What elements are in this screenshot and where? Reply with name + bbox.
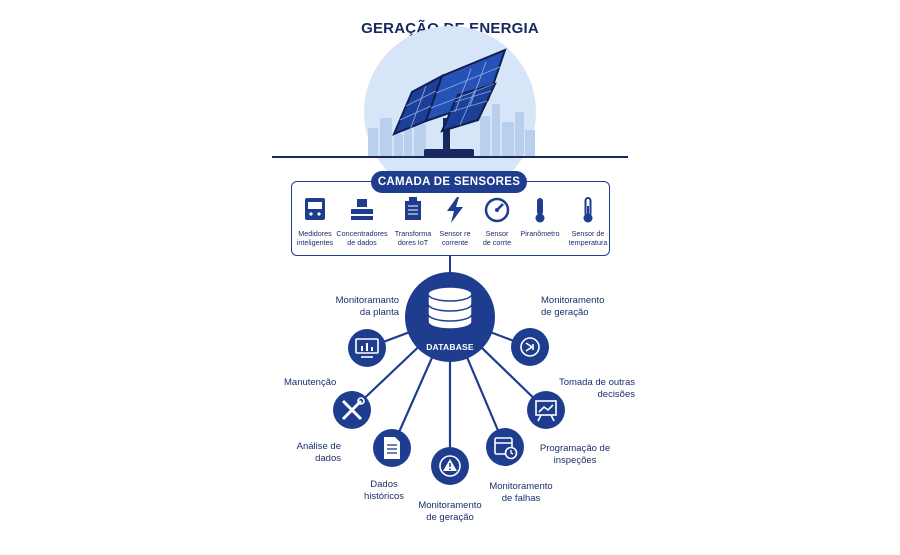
node-presentation-board[interactable] (527, 391, 565, 429)
pyranometer-icon (535, 198, 545, 223)
sensor-label: Sensor de temperatura (568, 229, 608, 247)
generation-cycle-icon (520, 337, 540, 357)
node-monitor-chart[interactable] (348, 329, 386, 367)
node-wrench-screwdriver[interactable] (333, 391, 371, 429)
thermometer-icon (583, 197, 593, 223)
node-label-other-decisions: Tomada de outras decisões (558, 377, 635, 400)
smart-meter-icon (305, 198, 325, 220)
node-calendar-clock[interactable] (486, 428, 524, 466)
node-label-generation-monitoring: Monitoramento de geração (541, 295, 605, 318)
node-document[interactable] (373, 429, 411, 467)
node-warning[interactable] (431, 447, 469, 485)
node-label-historical-data: Dados históricos (363, 479, 405, 502)
database-icon (427, 286, 473, 330)
node-circle (511, 328, 549, 366)
gauge-icon (484, 197, 510, 223)
node-label-maintenance: Manutenção (284, 377, 337, 388)
node-label-inspection-schedule: Programação de inspeções (539, 443, 611, 466)
sensor-item: Piranômetro (512, 196, 568, 238)
sensor-item: Concentradores de dados (334, 196, 390, 247)
iot-transformer-icon (405, 197, 421, 220)
sensor-item: Medidores inteligentes (287, 196, 343, 247)
sensor-label: Sensor de corrte (482, 229, 512, 247)
database-node[interactable] (405, 272, 495, 362)
data-concentrator-icon (351, 199, 373, 220)
sensor-item: Sensor de temperatura (560, 196, 616, 247)
solar-illustration (272, 26, 628, 198)
sensor-item: Sensor re corrente (427, 196, 483, 247)
warning-icon (439, 455, 461, 477)
calendar-clock-icon (494, 437, 518, 460)
sensor-item: Transforma dores IoT (385, 196, 441, 247)
solar-panel-icon (392, 48, 507, 136)
node-label-generation-monitoring-2: Monitoramento de geração (418, 500, 482, 523)
node-label-data-analysis: Análise de dados (296, 441, 341, 464)
lightning-icon (447, 197, 463, 223)
sensor-item: Sensor de corrte (469, 196, 525, 247)
sensor-layer-title: CAMADA DE SENSORES (371, 171, 527, 193)
wrench-screwdriver-icon (341, 397, 365, 421)
presentation-board-icon (535, 400, 557, 422)
sensor-label: Concentradores de dados (336, 229, 388, 247)
sensor-label: Medidores inteligentes (296, 229, 334, 247)
document-icon (384, 437, 400, 459)
node-label-plant-monitoring: Monitoramanto da planta (335, 295, 399, 318)
sensor-label: Piranômetro (520, 229, 560, 238)
node-label-failure-monitoring: Monitoramento de falhas (489, 481, 553, 504)
node-generation-cycle[interactable] (511, 328, 549, 366)
database-label: DATABASE (426, 342, 474, 352)
sensor-layer-box (291, 181, 610, 256)
sensor-label: Transforma dores IoT (394, 229, 432, 247)
node-circle (486, 428, 524, 466)
sensor-label: Sensor re corrente (439, 229, 471, 247)
monitor-chart-icon (355, 338, 379, 358)
